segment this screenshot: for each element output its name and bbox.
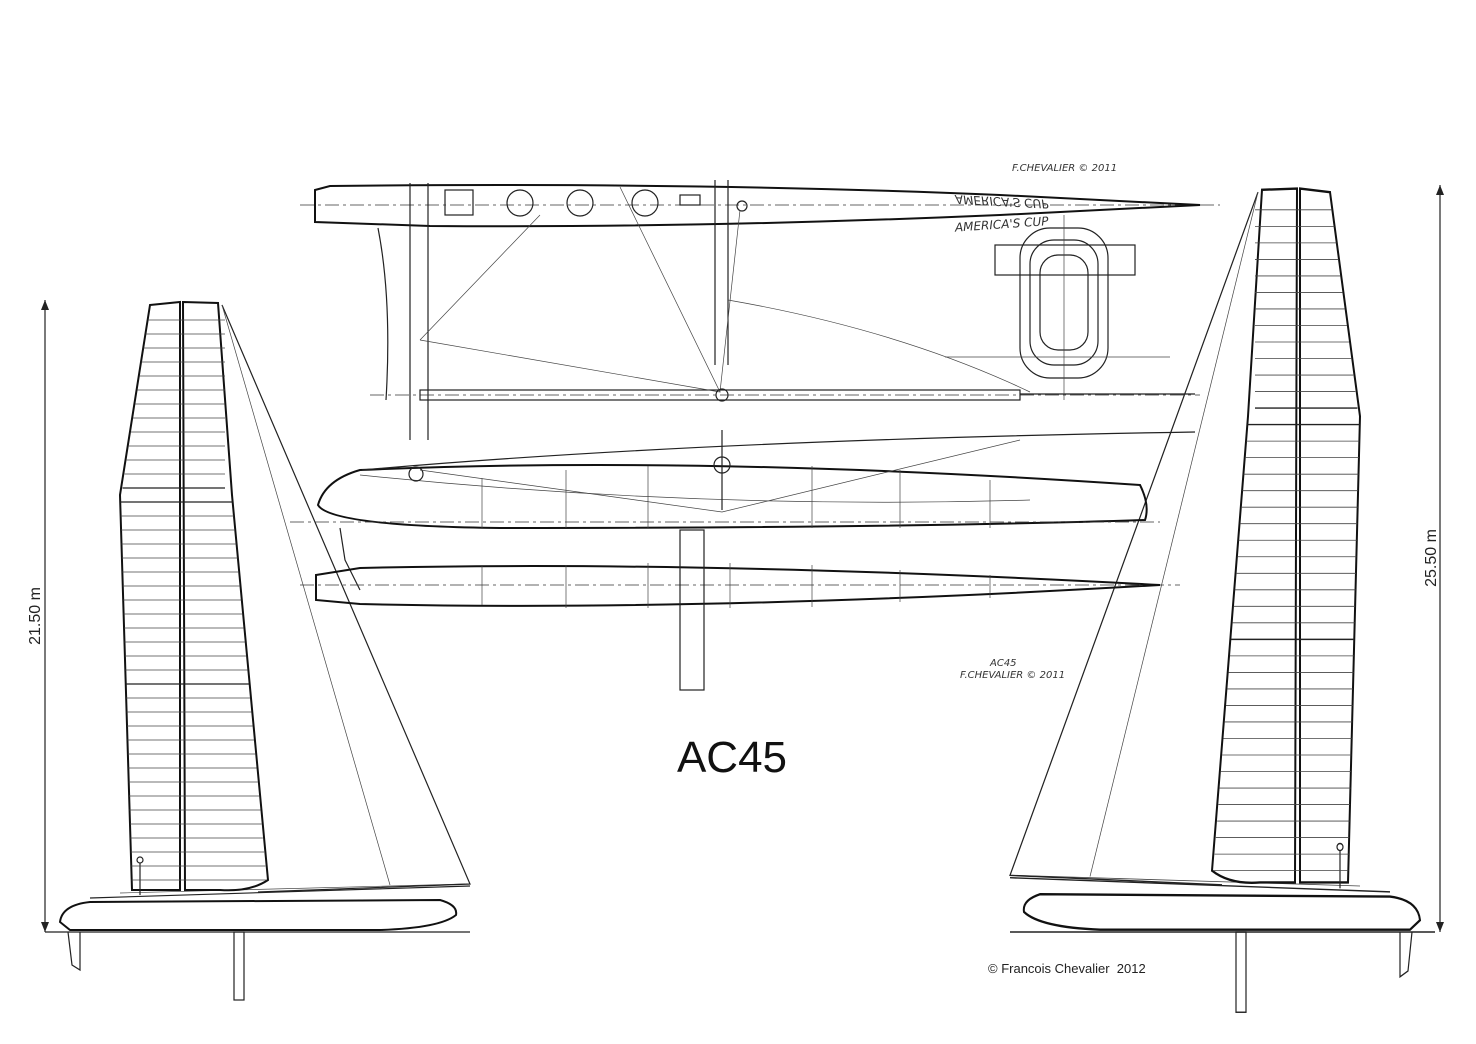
hull-lettering-top: AMERICA'S CUP — [954, 192, 1050, 211]
caption-signature: F.CHEVALIER © 2011 — [960, 670, 1065, 681]
right-boat-elevation — [1008, 187, 1437, 1014]
right-height-dimension: 25.50 m — [1423, 185, 1444, 932]
plan-signature: F.CHEVALIER © 2011 — [1012, 163, 1117, 174]
caption-model: AC45 — [989, 658, 1017, 669]
hull-side-profile — [290, 430, 1196, 591]
copyright: © Francois Chevalier 2012 — [988, 961, 1146, 976]
right-height-label: 25.50 m — [1423, 529, 1440, 587]
left-height-label: 21.50 m — [27, 587, 44, 645]
deck-plan-view: F.CHEVALIER © 2011 AMERICA'S CUP AMERICA… — [300, 163, 1220, 440]
drawing-title: AC45 — [677, 733, 787, 782]
left-height-dimension: 21.50 m — [27, 300, 49, 932]
left-boat-elevation — [44, 301, 471, 1001]
hull-bottom-plan: AC45 F.CHEVALIER © 2011 — [300, 529, 1180, 691]
hull-lettering-bottom: AMERICA'S CUP — [953, 214, 1049, 235]
